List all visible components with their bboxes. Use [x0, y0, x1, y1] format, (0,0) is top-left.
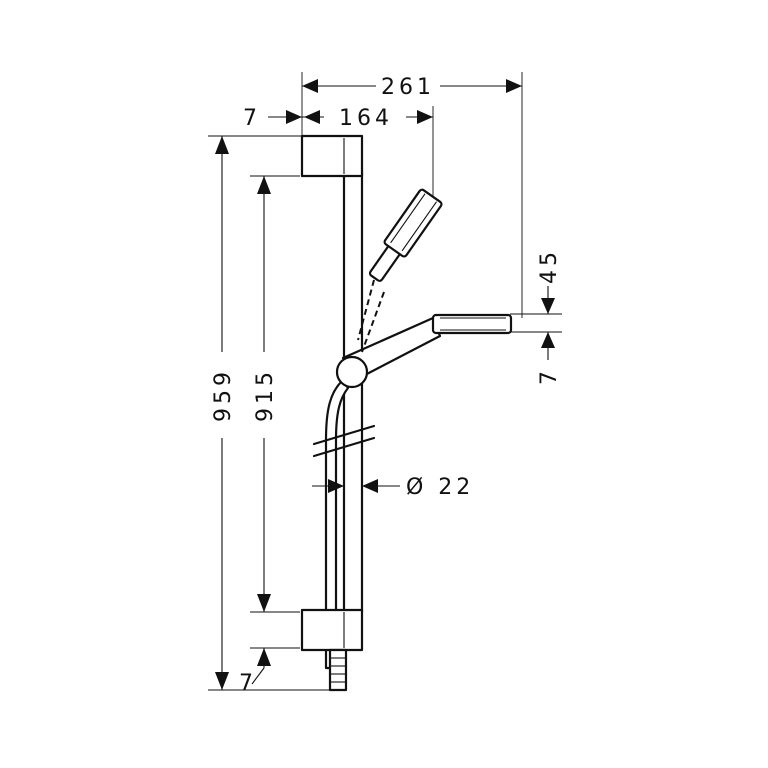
overall-width-label: 261	[381, 75, 435, 100]
dimension-overall-width	[302, 79, 522, 93]
dimension-handshower-reach	[302, 110, 433, 124]
dimension-wall-offset	[268, 110, 302, 124]
shower-holder-slider	[335, 355, 369, 389]
dimension-handshower-gap	[541, 332, 555, 360]
rail-break-lines	[312, 424, 376, 458]
extension-lines	[208, 72, 562, 691]
dimension-overall-height	[215, 136, 229, 690]
bottom-offset-label: 7	[239, 671, 257, 696]
handshower-gap-label: 7	[537, 367, 562, 385]
slide-rail	[342, 170, 364, 614]
rail-diameter-label: Ø 22	[406, 475, 474, 500]
handshower-reach-label: 164	[339, 106, 393, 131]
top-wall-bracket	[300, 134, 364, 178]
hand-shower-tilted-position	[357, 188, 443, 353]
wall-offset-label: 7	[243, 106, 261, 131]
overall-height-label: 959	[211, 368, 236, 422]
hose-connector	[328, 648, 348, 692]
hand-shower	[341, 313, 513, 378]
handshower-drop-label: 45	[537, 248, 562, 284]
bottom-wall-bracket	[300, 608, 364, 652]
dimension-rail-diameter	[312, 479, 400, 493]
rail-height-label: 915	[253, 368, 278, 422]
dimension-handshower-drop	[541, 286, 555, 314]
dimension-rail-height	[257, 176, 271, 612]
dimension-bottom-offset	[251, 648, 271, 685]
